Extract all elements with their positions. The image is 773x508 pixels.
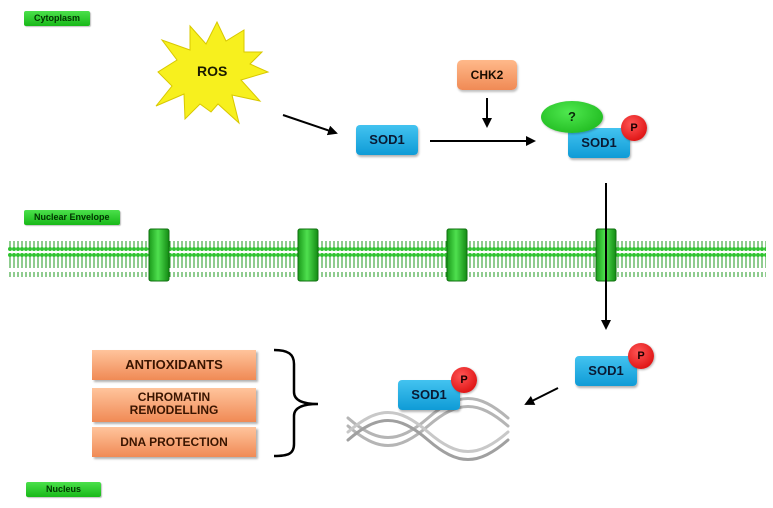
phosphate-group: P <box>621 115 647 141</box>
nuclear-pore-icon <box>148 228 617 282</box>
phosphate-group: P <box>451 367 477 393</box>
dna-helix-icon <box>346 397 510 461</box>
sod1-dna-bound: SOD1 <box>398 380 460 410</box>
ros-burst-icon <box>155 20 270 125</box>
curly-brace-icon <box>273 348 319 458</box>
nucleus-tag: Nucleus <box>26 482 102 497</box>
membrane-bilayer-icon <box>8 241 766 277</box>
outcome-chromatin-remodelling: CHROMATIN REMODELLING <box>92 388 256 422</box>
outcome-chromatin-remodelling-label: CHROMATIN REMODELLING <box>129 390 219 417</box>
sod1-imported: SOD1 <box>575 356 637 386</box>
pathway-arrows <box>282 98 611 405</box>
outcome-antioxidants: ANTIOXIDANTS <box>92 350 256 380</box>
chk2-kinase: CHK2 <box>457 60 517 90</box>
nuclear-envelope-tag: Nuclear Envelope <box>24 210 120 225</box>
sod1-cytoplasm: SOD1 <box>356 125 418 155</box>
ros-label: ROS <box>197 63 228 79</box>
phosphate-group: P <box>628 343 654 369</box>
sod1-phosphorylated: SOD1 <box>568 128 630 158</box>
cytoplasm-tag: Cytoplasm <box>24 11 91 26</box>
outcome-dna-protection: DNA PROTECTION <box>92 427 256 457</box>
unknown-partner: ? <box>541 101 603 133</box>
